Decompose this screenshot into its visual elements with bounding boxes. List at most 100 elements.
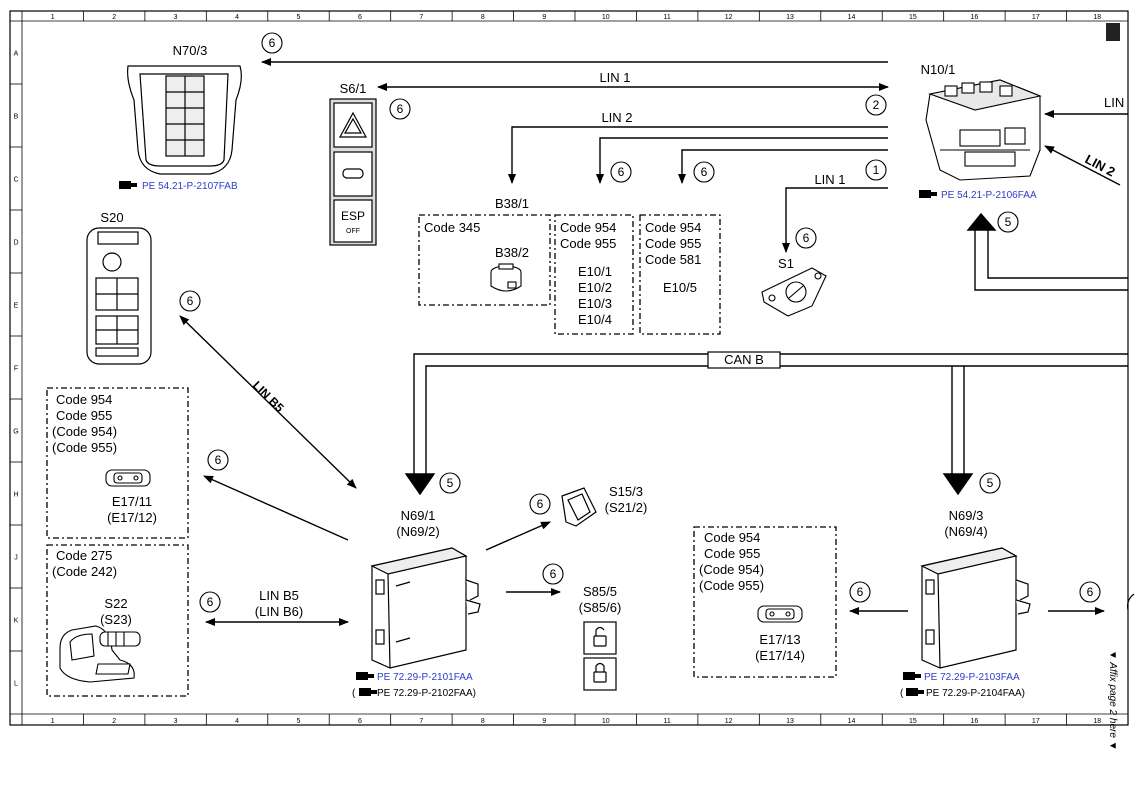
- callout-marker: [610, 161, 632, 183]
- column-label: 5: [297, 14, 301, 21]
- callout-marker: [261, 32, 283, 54]
- column-label: 15: [909, 14, 917, 21]
- ref-link-n10-1[interactable]: PE 54.21-P-2106FAA: [941, 190, 1037, 201]
- lin-b5-diag-label: LIN B5: [250, 378, 287, 415]
- column-label: 9: [542, 14, 546, 21]
- row-label: H: [13, 492, 18, 499]
- n69-3-module-icon: [920, 547, 1031, 669]
- callout-marker: [179, 290, 201, 312]
- b38-2-sensor-icon: [490, 263, 522, 292]
- callout-marker: [865, 94, 887, 116]
- column-label: 10: [602, 14, 610, 21]
- column-label: 14: [848, 718, 856, 725]
- callout-number: 6: [187, 294, 194, 308]
- column-label: 12: [725, 718, 733, 725]
- callout-marker: [979, 472, 1001, 494]
- e17-11-code-2: Code 955: [56, 408, 112, 423]
- callout-number: 6: [269, 36, 276, 50]
- e17-13-code-2: Code 955: [704, 546, 760, 561]
- column-label: 5: [297, 718, 301, 725]
- row-label: E: [14, 303, 19, 310]
- callout-marker: [439, 472, 461, 494]
- e17-11-code-3: (Code 954): [52, 424, 117, 439]
- wiring-lines: [261, 58, 1128, 253]
- n10-1-label: N10/1: [921, 62, 956, 77]
- column-label: 1: [51, 718, 55, 725]
- ref-link-n70-3[interactable]: PE 54.21-P-2107FAB: [142, 181, 238, 192]
- s85-5-label: S85/5: [583, 584, 617, 599]
- can-b-label-box: [707, 351, 781, 369]
- b38-2-label: B38/2: [495, 245, 529, 260]
- s1-ignition-switch-icon: [761, 267, 827, 317]
- lin-right-label: LIN: [1104, 95, 1124, 110]
- book-icon: [356, 672, 374, 680]
- callout-number: 6: [215, 453, 222, 467]
- column-label: 6: [358, 718, 362, 725]
- callout-number: 6: [1087, 585, 1094, 599]
- n69-1-module-icon: [370, 547, 481, 669]
- column-label: 9: [542, 718, 546, 725]
- s85-6-label: (S85/6): [579, 600, 622, 615]
- callout-number: 6: [550, 567, 557, 581]
- column-label: 2: [112, 718, 116, 725]
- row-label: J: [14, 555, 18, 562]
- callout-marker: [795, 227, 817, 249]
- esp-off-label: OFF: [346, 228, 360, 235]
- s15-3-button-icon: [561, 487, 597, 527]
- column-label: 6: [358, 14, 362, 21]
- component-labels: N70/3 S6/1 N10/1 B38/1 Code 345 B38/2 Co…: [52, 43, 988, 663]
- column-label: 13: [786, 14, 794, 21]
- s20-switch-panel-icon: [86, 227, 152, 365]
- callout-number: 6: [857, 585, 864, 599]
- s22-seat-switch-icon: [59, 625, 141, 683]
- column-label: 18: [1093, 718, 1101, 725]
- callout-marker: [997, 211, 1019, 233]
- n70-3-label: N70/3: [173, 43, 208, 58]
- column-label: 13: [786, 718, 794, 725]
- callout-marker: [207, 449, 229, 471]
- ref-link-n69-3[interactable]: PE 72.29-P-2103FAA: [924, 672, 1020, 683]
- row-label: A: [14, 51, 19, 58]
- column-label: 11: [664, 718, 671, 725]
- column-label: 17: [1032, 718, 1040, 725]
- callout-number: 6: [397, 102, 404, 116]
- ref-n69-2[interactable]: PE 72.29-P-2102FAA): [377, 688, 476, 699]
- n69-3-label: N69/3: [949, 508, 984, 523]
- callout-number: 6: [537, 497, 544, 511]
- column-label: 10: [602, 718, 610, 725]
- callout-number: 5: [987, 476, 994, 490]
- n69-1-label: N69/1: [401, 508, 436, 523]
- ref-n69-4[interactable]: PE 72.29-P-2104FAA): [926, 688, 1025, 699]
- row-label: D: [13, 240, 18, 247]
- callout-number: 2: [873, 98, 880, 112]
- callout-numbers: 6 6 2 1 6 6 6 5 6 6 6 5 6 6 5 6 6: [187, 36, 1094, 609]
- e10-code-1: Code 954: [560, 220, 616, 235]
- e10-item-2: E10/2: [578, 280, 612, 295]
- reference-links: PE 54.21-P-2107FAB PE 54.21-P-2106FAA PE…: [142, 181, 1037, 699]
- callout-number: 6: [803, 231, 810, 245]
- double-bus-lines: [404, 212, 1128, 496]
- column-label: 3: [174, 14, 178, 21]
- n69-4-label: (N69/4): [944, 524, 987, 539]
- s20-label: S20: [100, 210, 123, 225]
- s22-code-2: (Code 242): [52, 564, 117, 579]
- book-icon: [903, 672, 921, 680]
- column-label: 14: [848, 14, 856, 21]
- corner-tab-icon: [1106, 23, 1120, 41]
- e17-11-code-4: (Code 955): [52, 440, 117, 455]
- callout-marker: [1079, 581, 1101, 603]
- e17-13-code-1: Code 954: [704, 530, 760, 545]
- callout-number: 6: [701, 165, 708, 179]
- e10-5-code-2: Code 955: [645, 236, 701, 251]
- column-label: 16: [970, 14, 978, 21]
- ref-link-n69-1[interactable]: PE 72.29-P-2101FAA: [377, 672, 473, 683]
- b38-code-label: Code 345: [424, 220, 480, 235]
- e10-code-2: Code 955: [560, 236, 616, 251]
- s6-1-esp-text: ESP OFF: [341, 209, 365, 235]
- margin-note: ▼ Affix page 2 here ▼: [1107, 650, 1118, 751]
- e10-5-code-3: Code 581: [645, 252, 701, 267]
- e17-14-label: (E17/14): [755, 648, 805, 663]
- lin-b6-label: (LIN B6): [255, 604, 303, 619]
